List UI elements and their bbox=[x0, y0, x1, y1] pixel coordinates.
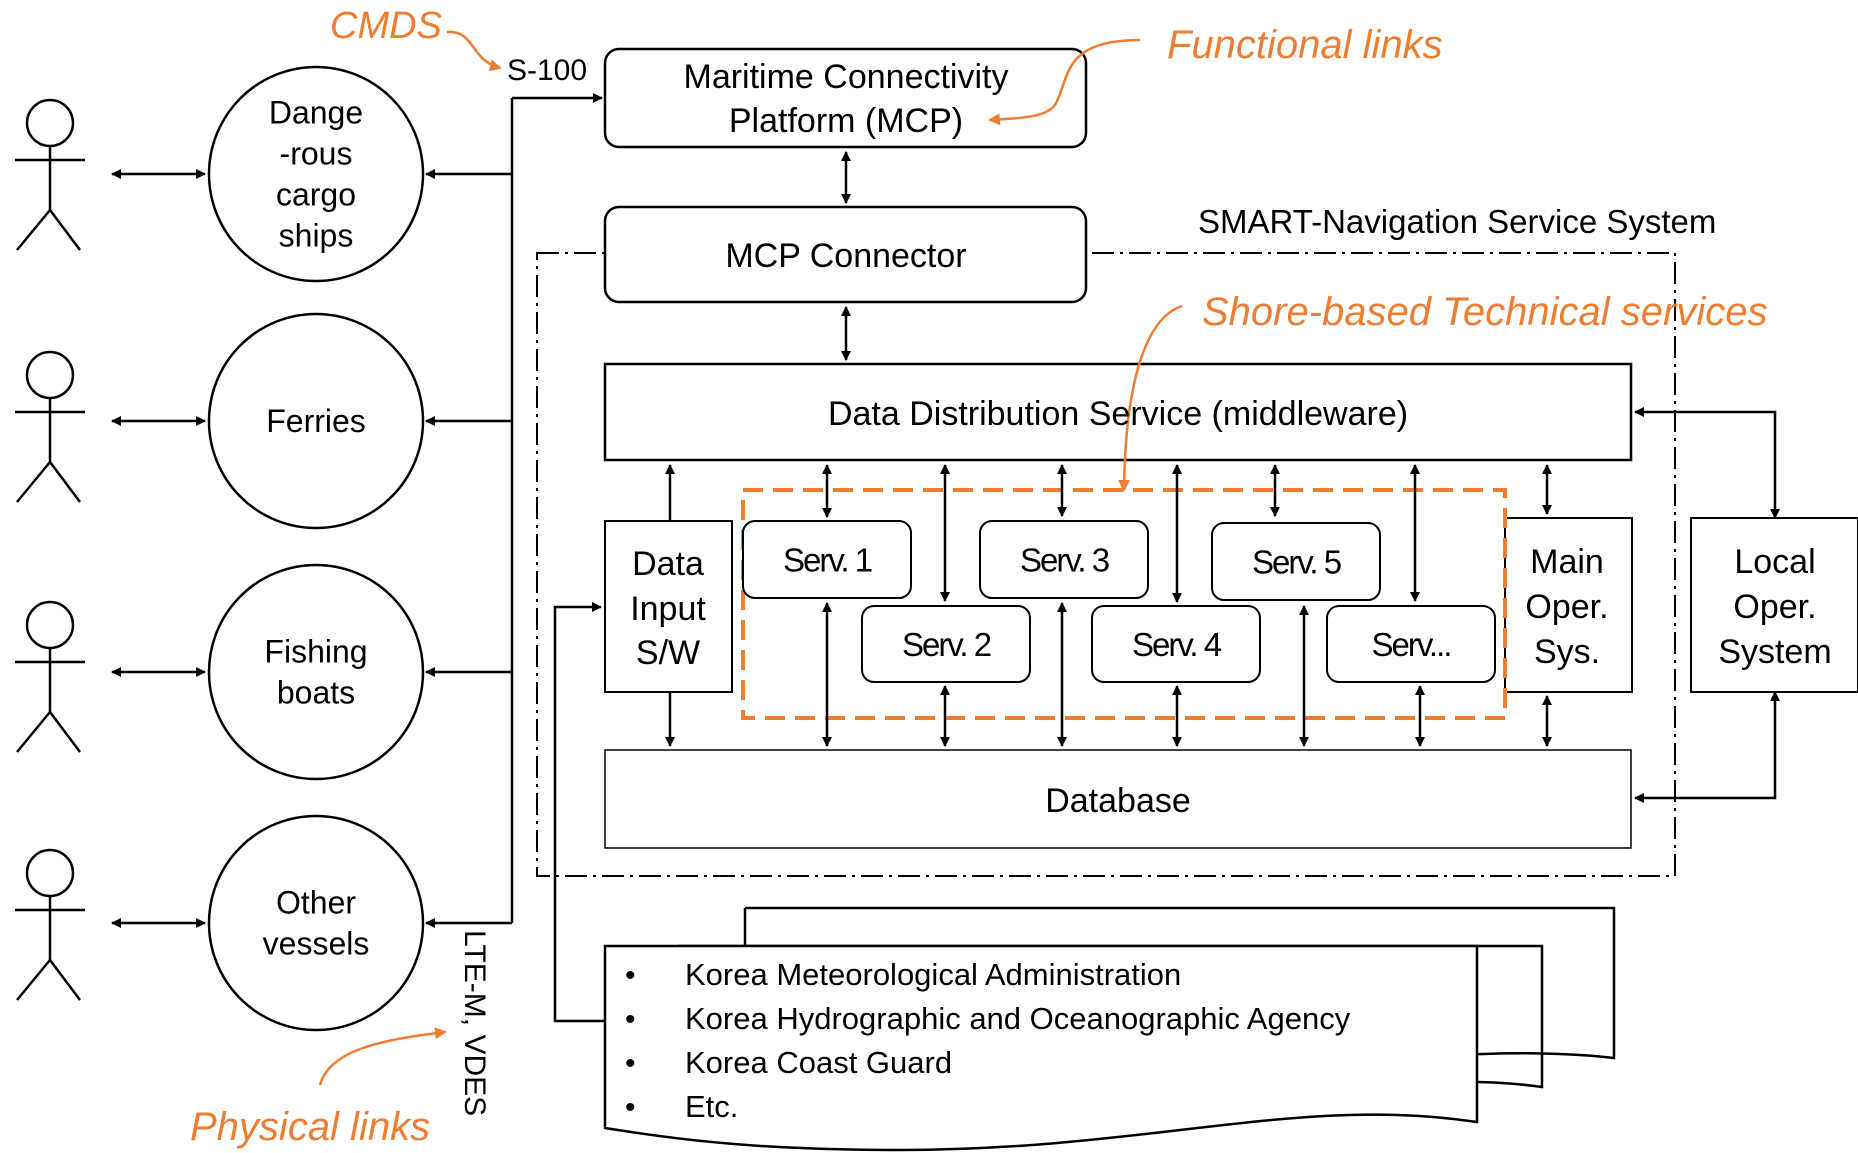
local-oper-box bbox=[1690, 517, 1858, 693]
mcp-label: Platform (MCP) bbox=[729, 102, 963, 140]
source-item: Etc. bbox=[685, 1089, 738, 1124]
service-box-2: Serv. 2 bbox=[861, 605, 1031, 683]
service-label: Serv. 3 bbox=[1020, 542, 1109, 579]
vessel-circle bbox=[207, 814, 425, 1032]
mcp-connector-box bbox=[603, 205, 1088, 304]
vessel-circle bbox=[207, 65, 425, 283]
internal-links bbox=[553, 151, 1780, 1023]
service-label: Serv. 4 bbox=[1132, 626, 1222, 663]
local-oper-label: System bbox=[1718, 633, 1831, 671]
cmds-label: CMDS bbox=[330, 5, 442, 47]
data-input-box bbox=[604, 520, 733, 693]
actor-1: Dange -rous cargo ships bbox=[15, 65, 425, 283]
data-sources-stack bbox=[603, 906, 1616, 1152]
vessel-circle bbox=[207, 563, 425, 781]
service-box-1: Serv. 1 bbox=[742, 520, 912, 599]
stick-figure-icon bbox=[15, 98, 85, 251]
vessel-circle bbox=[207, 312, 425, 530]
bullet-icon: • bbox=[625, 1003, 636, 1036]
source-item: Korea Hydrographic and Oceanographic Age… bbox=[685, 1001, 1351, 1036]
vessel-label: Ferries bbox=[266, 403, 366, 439]
connector-label: MCP Connector bbox=[725, 237, 966, 275]
database-label: Database bbox=[1045, 782, 1191, 820]
shore-services-label: Shore-based Technical services bbox=[1202, 290, 1768, 334]
data-input-label: Data bbox=[632, 545, 704, 583]
mcp-label: Maritime Connectivity bbox=[684, 58, 1009, 96]
actor-2: Ferries bbox=[15, 312, 425, 530]
bullet-icon: • bbox=[625, 959, 636, 992]
stick-figure-icon bbox=[15, 848, 85, 1001]
service-label: Serv. 5 bbox=[1252, 544, 1341, 581]
system-title: SMART-Navigation Service System bbox=[1198, 203, 1716, 240]
s100-label: S-100 bbox=[507, 54, 587, 87]
local-oper-label: Local bbox=[1734, 543, 1815, 581]
dds-label: Data Distribution Service (middleware) bbox=[828, 395, 1408, 433]
vessel-label: Fishing bbox=[264, 634, 367, 670]
dds-box bbox=[603, 362, 1633, 462]
service-box-3: Serv. 3 bbox=[979, 520, 1149, 599]
vessel-label: Dange bbox=[269, 95, 363, 131]
vessel-label: -rous bbox=[280, 136, 353, 172]
main-oper-label: Oper. bbox=[1525, 588, 1608, 626]
main-oper-box bbox=[1504, 517, 1633, 693]
service-label: Serv. 2 bbox=[902, 626, 991, 663]
lte-vdes-label: LTE-M, VDES bbox=[458, 930, 491, 1116]
main-oper-label: Main bbox=[1530, 543, 1604, 581]
database-box bbox=[604, 749, 1632, 849]
local-oper-label: Oper. bbox=[1733, 588, 1816, 626]
main-oper-label: Sys. bbox=[1534, 633, 1600, 671]
physical-links-label: Physical links bbox=[190, 1105, 430, 1149]
source-item: Korea Meteorological Administration bbox=[685, 957, 1181, 992]
source-item: Korea Coast Guard bbox=[685, 1045, 952, 1080]
stick-figure-icon bbox=[15, 350, 85, 503]
vessel-label: vessels bbox=[263, 926, 370, 962]
service-box-6: Serv... bbox=[1326, 605, 1496, 683]
bullet-icon: • bbox=[625, 1091, 636, 1124]
service-box-5: Serv. 5 bbox=[1211, 522, 1381, 601]
service-label: Serv. 1 bbox=[783, 542, 872, 579]
vessel-label: ships bbox=[279, 218, 354, 254]
technical-services-group bbox=[741, 488, 1507, 720]
data-input-label: Input bbox=[630, 590, 706, 628]
functional-links-label: Functional links bbox=[1167, 23, 1443, 67]
bullet-icon: • bbox=[625, 1047, 636, 1080]
actor-3: Fishing boats bbox=[15, 563, 425, 781]
service-label: Serv... bbox=[1372, 626, 1451, 663]
vessel-label: cargo bbox=[276, 177, 356, 213]
vessel-label: boats bbox=[277, 675, 355, 711]
mcp-box bbox=[603, 47, 1088, 149]
system-boundary bbox=[536, 252, 1676, 877]
stick-figure-icon bbox=[15, 600, 85, 753]
service-box-4: Serv. 4 bbox=[1091, 605, 1261, 683]
annotation-arrows bbox=[318, 30, 1183, 1086]
physical-bus bbox=[425, 93, 603, 928]
actor-4: Other vessels bbox=[15, 814, 425, 1032]
vessel-label: Other bbox=[276, 885, 356, 921]
data-input-label: S/W bbox=[636, 634, 700, 672]
